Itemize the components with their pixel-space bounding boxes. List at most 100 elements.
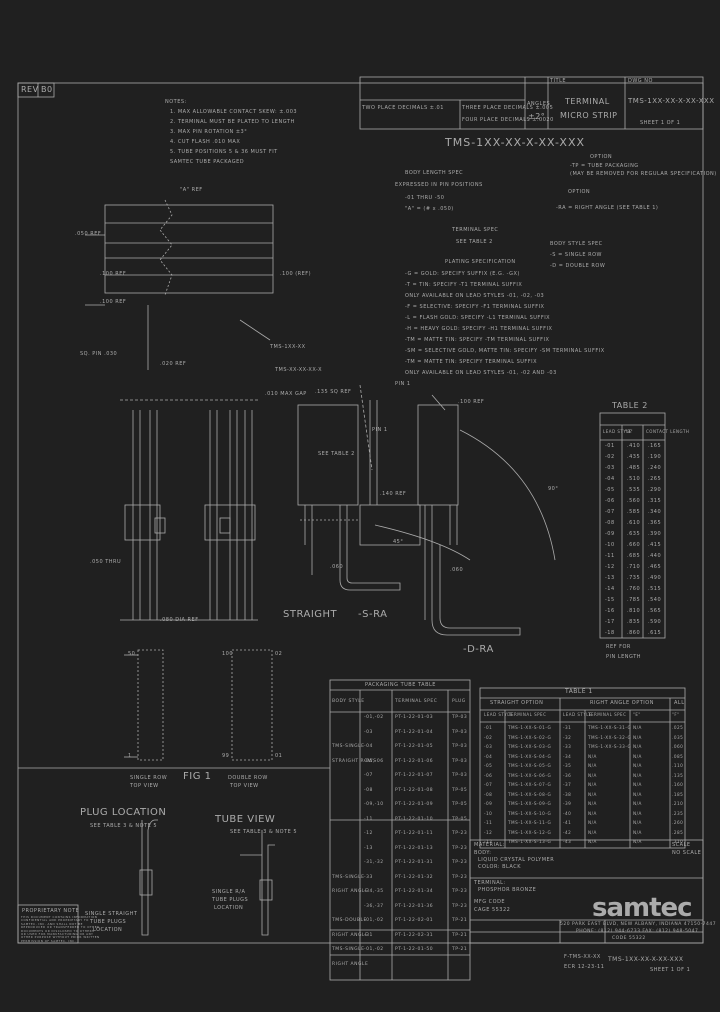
table1-cell: -41 [563, 820, 572, 825]
table2-cell: .835 [627, 619, 641, 625]
dim-080: .080 DIA REF [160, 617, 199, 623]
packaging-cell: TP-21 [452, 947, 468, 952]
title-block [359, 76, 704, 130]
single-row-top: SINGLE ROW [130, 775, 168, 781]
table1-cell: -33 [563, 744, 572, 749]
table1-grid [479, 687, 686, 849]
table2-cell: -09 [605, 531, 615, 537]
table1-cell: .110 [672, 763, 684, 768]
table1-cell: TMS-1-XX-S-07-G [508, 782, 552, 787]
packaging-cell: PT-1-22-01-11 [395, 831, 434, 836]
ra-note: -RA = RIGHT ANGLE (SEE TABLE 1) [556, 205, 659, 211]
table2-cell: -13 [605, 575, 615, 581]
plating-line: -L = FLASH GOLD: SPECIFY -L1 TERMINAL SU… [405, 315, 551, 321]
table2-cell: -05 [605, 487, 615, 493]
table1-cell: TMS-1-XX-S-11-G [508, 820, 552, 825]
packaging-cell: PT-1-22-01-05 [395, 744, 434, 749]
packaging-header: PLUG [452, 699, 466, 704]
table1-cell: N/A [633, 791, 642, 797]
packaging-cell: -01,-02 [364, 715, 384, 720]
table1-cell: .210 [672, 801, 684, 806]
table2-cell: .615 [648, 630, 662, 636]
table1-cell: N/A [588, 820, 597, 825]
packaging-cell: TMS-SINGLE [332, 947, 365, 952]
proprietary-line: DOCUMENTS OR DISCLOSED TO OTHERS [21, 928, 95, 933]
max-gap: .010 MAX GAP [265, 391, 307, 397]
table2-cell: -14 [605, 586, 615, 592]
table1-cell: .060 [672, 744, 684, 749]
table2-cell: .535 [627, 487, 641, 493]
packaging-cell: TP-23 [452, 903, 468, 909]
tol-two: TWO PLACE DECIMALS ±.01 [362, 105, 444, 111]
table2-cell: -06 [605, 498, 615, 504]
body-length-spec: BODY LENGTH SPEC [405, 170, 464, 176]
packaging-cell: RIGHT ANGLE [332, 961, 369, 967]
table2-cell: .510 [627, 476, 641, 482]
packaging-cell: PT-1-22-02-01 [395, 918, 434, 923]
material-body-val: LIQUID CRYSTAL POLYMER [478, 857, 555, 863]
table1-cell: N/A [633, 734, 642, 740]
table1-cell: N/A [633, 839, 642, 844]
dim-060: .060 [330, 564, 344, 570]
table1-cell: N/A [588, 763, 597, 768]
table2-cell: .810 [627, 608, 641, 614]
table2-cell: .190 [648, 454, 662, 460]
packaging-cell: -31 [364, 932, 373, 938]
table1-cell: TMS-1-XX-S-31-G [588, 725, 632, 730]
single-straight-1: SINGLE STRAIGHT [85, 911, 138, 917]
packaging-cell: PT-1-22-01-32 [395, 874, 434, 880]
packaging-cell: -08 [364, 787, 373, 793]
pins-range: -01 THRU -50 [405, 195, 445, 201]
dim-a: "A" REF [180, 187, 203, 193]
table1-cell: .310 [672, 839, 684, 844]
title-label: TITLE [550, 78, 567, 84]
table2-cell: .290 [648, 487, 662, 493]
plug-location-title: PLUG LOCATION [80, 807, 167, 818]
packaging-cell: -05,-06 [364, 758, 384, 764]
packaging-cell: -11 [364, 816, 373, 822]
table1-subheader: TERMINAL SPEC [588, 712, 627, 717]
plating-line: ONLY AVAILABLE ON LEAD STYLES -01, -02, … [405, 293, 545, 299]
table1-cell: N/A [588, 791, 597, 797]
table1-subheader: "F" [672, 712, 680, 717]
table1-cell: -34 [563, 753, 572, 759]
packaging-cell: -01,-02 [364, 918, 384, 923]
table1-cell: -40 [563, 810, 572, 816]
table2-cell: .240 [648, 465, 662, 471]
packaging-cell: -04 [364, 744, 373, 749]
table1-cell: N/A [588, 782, 597, 787]
packaging-header: TERMINAL SPEC [395, 699, 438, 704]
note-line: SAMTEC TUBE PACKAGED [170, 159, 245, 165]
table1-cell: -38 [563, 791, 572, 797]
table2-header: CONTACT LENGTH [646, 429, 690, 434]
dwg-no: TMS-1XX-XX-X-XX-XXX [628, 97, 715, 105]
dim-135: .135 SQ REF [315, 389, 352, 395]
packaging-cell: PT-1-22-01-08 [395, 787, 434, 793]
packaging-cell: TP-03 [452, 715, 468, 720]
packaging-cell: TP-23 [452, 845, 468, 851]
table2-cell: .165 [648, 443, 662, 449]
dim-100d: .100 REF [458, 399, 485, 405]
table1-cell: -32 [563, 734, 572, 740]
proprietary-line: SAMTEC, INC. AND SHALL NOT BE [21, 921, 83, 926]
packaging-cell: -01,-02 [364, 947, 384, 952]
table1-cell: N/A [633, 744, 642, 749]
table2-cell: .490 [648, 575, 662, 581]
lead-a: .050 THRU [90, 559, 122, 565]
packaging-cell: TP-23 [452, 889, 468, 894]
table1-cell: -13 [484, 839, 493, 844]
straight-label: STRAIGHT [283, 609, 338, 620]
material-body: BODY: [474, 850, 492, 856]
table2-cell: -16 [605, 608, 615, 614]
fig-1-label: FIG 1 [183, 771, 212, 782]
packaging-cell: -07 [364, 773, 373, 778]
packaging-cell: PT-1-22-01-03 [395, 715, 434, 720]
table2-cell: .760 [627, 586, 641, 592]
single-straight-3: LOCATION [93, 927, 123, 933]
material-terminal: TERMINAL: [474, 880, 506, 886]
table1-cell: N/A [633, 753, 642, 759]
packaging-cell: TMS-SINGLE [332, 744, 365, 749]
packaging-cell: STRAIGHT ROWS [332, 758, 377, 764]
table1-cell: -35 [563, 763, 572, 768]
table1-cell: TMS-1-XX-S-33-G [588, 744, 632, 749]
